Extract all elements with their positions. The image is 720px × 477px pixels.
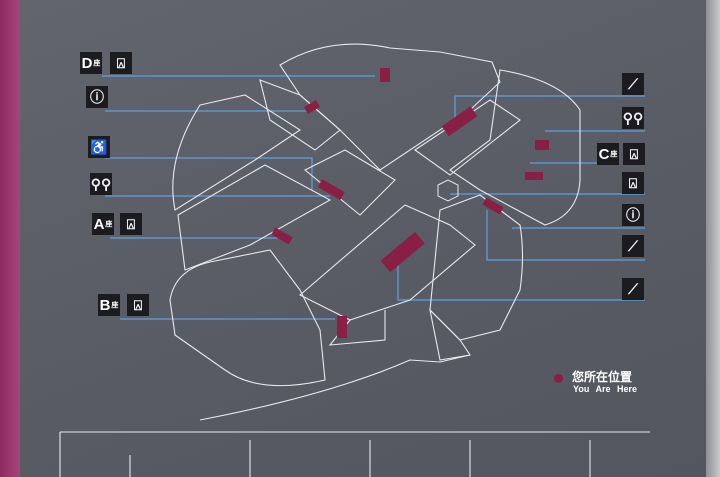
restroom-icon: ⚲⚲ bbox=[90, 173, 112, 195]
magenta-wall-strip bbox=[0, 0, 20, 477]
leader-escalator-2 bbox=[486, 210, 645, 261]
escalator-icon: ⟋ bbox=[622, 73, 644, 95]
wheelchair-icon: ♿ bbox=[88, 136, 110, 158]
highlighted-areas bbox=[271, 68, 549, 338]
you-are-here-dot bbox=[554, 374, 563, 383]
elevator-icon: ⍓ bbox=[120, 213, 142, 235]
legend-label-zh: 您所在位置 bbox=[572, 370, 633, 384]
elevator-icon: ⍓ bbox=[623, 143, 645, 165]
leader-lines bbox=[102, 75, 645, 320]
elevator-icon: ⍓ bbox=[127, 294, 149, 316]
escalator-icon: ⟋ bbox=[622, 278, 644, 300]
leader-wheelchair bbox=[105, 157, 313, 190]
info-icon: ⓘ bbox=[86, 86, 108, 108]
info-icon: ⓘ bbox=[622, 204, 644, 226]
board-edge bbox=[706, 0, 720, 477]
elevator-icon: ⍓ bbox=[622, 172, 644, 194]
elevator-icon: ⍓ bbox=[110, 52, 132, 74]
leader-escalator-3 bbox=[397, 250, 645, 301]
you-are-here-marker bbox=[437, 179, 459, 202]
leader-escalator-1 bbox=[454, 95, 645, 120]
legend-label-en: You Are Here bbox=[573, 384, 638, 394]
escalator-icon: ⟋ bbox=[622, 235, 644, 257]
restroom-icon: ⚲⚲ bbox=[622, 107, 644, 129]
